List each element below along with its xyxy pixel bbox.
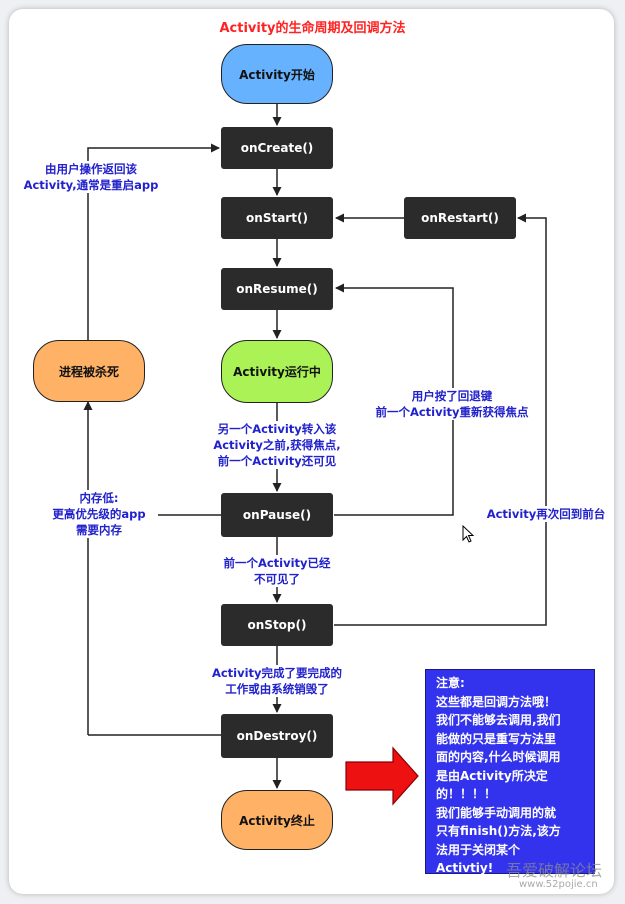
label-finished: Activity完成了要完成的工作或由系统销毁了 xyxy=(200,665,354,697)
arrow-killed-create xyxy=(87,143,220,340)
red-arrow-icon xyxy=(345,746,419,806)
diagram-title: Activity的生命周期及回调方法 xyxy=(219,21,406,36)
node-on-start: onStart() xyxy=(221,197,333,239)
label-back-to-front: Activity再次回到前台 xyxy=(479,506,613,522)
watermark-url: www.52pojie.cn xyxy=(519,879,598,890)
mouse-cursor-icon xyxy=(462,525,475,543)
note-box: 注意: 这些都是回调方法哦！ 我们不能够去调用,我们 能做的只是重写方法里 面的… xyxy=(425,669,595,875)
node-on-stop: onStop() xyxy=(221,604,333,646)
node-on-destroy: onDestroy() xyxy=(221,714,333,758)
node-on-create: onCreate() xyxy=(221,127,333,169)
node-activity-start: Activity开始 xyxy=(221,44,333,104)
label-back-key: 用户按了回退键前一个Activity重新获得焦点 xyxy=(366,388,538,420)
watermark-name: 吾爱破解论坛 xyxy=(506,861,603,880)
label-not-visible: 前一个Activity已经不可见了 xyxy=(213,555,341,587)
node-on-resume: onResume() xyxy=(221,268,333,310)
arrow-stop-restart xyxy=(334,213,547,626)
node-on-restart: onRestart() xyxy=(404,197,516,239)
node-process-killed: 进程被杀死 xyxy=(33,340,145,402)
node-activity-running: Activity运行中 xyxy=(221,340,333,403)
node-activity-end: Activity终止 xyxy=(221,790,333,850)
node-on-pause: onPause() xyxy=(221,493,333,537)
